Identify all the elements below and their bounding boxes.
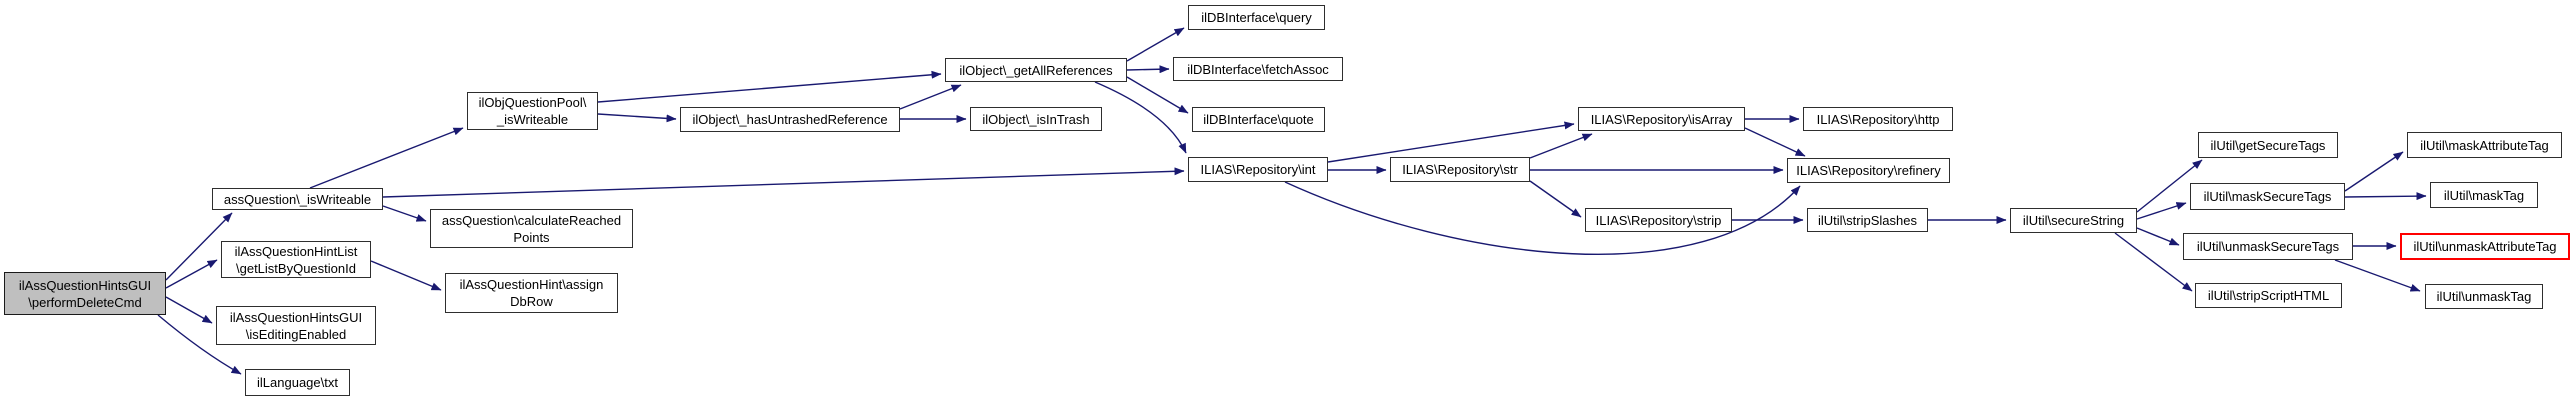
edge-mask-secure-tags-to-mask-attribute-tag	[2344, 151, 2404, 192]
graph-node-hint-list-get-list-by-question-id[interactable]: ilAssQuestionHintList \getListByQuestion…	[221, 241, 371, 278]
graph-node-has-untrashed-reference[interactable]: ilObject\_hasUntrashedReference	[680, 107, 900, 132]
edge-perform-delete-cmd-to-ass-question-is-writeable	[165, 212, 233, 281]
edge-get-all-references-to-db-query	[1126, 27, 1185, 62]
graph-node-db-quote[interactable]: ilDBInterface\quote	[1192, 107, 1325, 132]
graph-node-obj-question-pool-is-writeable[interactable]: ilObjQuestionPool\ _isWriteable	[467, 92, 598, 130]
edge-perform-delete-cmd-to-il-language-txt	[157, 314, 242, 375]
graph-node-il-language-txt[interactable]: ilLanguage\txt	[245, 369, 350, 396]
edge-repo-int-to-repo-is-array	[1327, 121, 1575, 163]
edge-obj-question-pool-is-writeable-to-get-all-references	[597, 70, 942, 103]
edge-repo-str-to-repo-strip	[1529, 180, 1582, 218]
graph-node-strip-script-html[interactable]: ilUtil\stripScriptHTML	[2195, 283, 2342, 308]
edge-secure-string-to-get-secure-tags	[2136, 159, 2203, 213]
edge-ass-question-is-writeable-to-calculate-reached-points	[382, 205, 427, 222]
graph-node-db-fetch-assoc[interactable]: ilDBInterface\fetchAssoc	[1173, 57, 1343, 81]
edge-repo-int-to-repo-refinery	[1284, 181, 1801, 255]
edge-perform-delete-cmd-to-hint-list-get-list-by-question-id	[165, 259, 218, 289]
graph-node-repo-strip[interactable]: ILIAS\Repository\strip	[1585, 208, 1732, 232]
edge-has-untrashed-reference-to-get-all-references	[899, 84, 962, 110]
graph-node-mask-secure-tags[interactable]: ilUtil\maskSecureTags	[2190, 183, 2345, 210]
edge-get-all-references-to-db-fetch-assoc	[1126, 65, 1170, 74]
graph-node-secure-string[interactable]: ilUtil\secureString	[2010, 208, 2137, 233]
graph-node-repo-http[interactable]: ILIAS\Repository\http	[1803, 107, 1953, 131]
edge-secure-string-to-unmask-secure-tags	[2136, 227, 2180, 246]
graph-node-db-query[interactable]: ilDBInterface\query	[1188, 5, 1325, 30]
edge-secure-string-to-strip-script-html	[2114, 232, 2193, 292]
graph-node-repo-int[interactable]: ILIAS\Repository\int	[1188, 157, 1328, 182]
edge-obj-question-pool-is-writeable-to-has-untrashed-reference	[597, 113, 677, 123]
edge-ass-question-is-writeable-to-obj-question-pool-is-writeable	[309, 127, 464, 189]
edge-mask-secure-tags-to-mask-tag	[2344, 192, 2427, 201]
graph-node-mask-tag[interactable]: ilUtil\maskTag	[2430, 182, 2538, 208]
edge-secure-string-to-mask-secure-tags	[2136, 202, 2187, 220]
edge-hint-list-get-list-by-question-id-to-assign-db-row	[370, 260, 442, 291]
graph-node-calculate-reached-points[interactable]: assQuestion\calculateReached Points	[430, 209, 633, 248]
graph-node-get-secure-tags[interactable]: ilUtil\getSecureTags	[2198, 132, 2338, 158]
graph-node-ass-question-is-writeable[interactable]: assQuestion\_isWriteable	[212, 188, 383, 210]
graph-node-repo-is-array[interactable]: ILIAS\Repository\isArray	[1578, 107, 1745, 131]
edge-repo-str-to-repo-is-array	[1529, 133, 1593, 159]
graph-node-get-all-references[interactable]: ilObject\_getAllReferences	[945, 58, 1127, 82]
edge-repo-is-array-to-repo-refinery	[1744, 127, 1806, 157]
edge-ass-question-is-writeable-to-repo-int	[382, 167, 1185, 198]
graph-node-assign-db-row[interactable]: ilAssQuestionHint\assign DbRow	[445, 273, 618, 313]
edge-perform-delete-cmd-to-hints-gui-is-editing-enabled	[165, 296, 213, 324]
graph-node-unmask-tag[interactable]: ilUtil\unmaskTag	[2425, 284, 2543, 309]
graph-node-repo-refinery[interactable]: ILIAS\Repository\refinery	[1787, 158, 1950, 183]
graph-node-perform-delete-cmd[interactable]: ilAssQuestionHintsGUI \performDeleteCmd	[4, 272, 166, 315]
graph-node-is-in-trash[interactable]: ilObject\_isInTrash	[970, 107, 1102, 131]
graph-node-mask-attribute-tag[interactable]: ilUtil\maskAttributeTag	[2407, 132, 2562, 158]
graph-node-unmask-secure-tags[interactable]: ilUtil\unmaskSecureTags	[2183, 233, 2353, 260]
edge-unmask-secure-tags-to-unmask-tag	[2334, 259, 2421, 292]
graph-node-unmask-attribute-tag[interactable]: ilUtil\unmaskAttributeTag	[2400, 233, 2570, 260]
edge-get-all-references-to-db-quote	[1126, 76, 1189, 114]
edge-get-all-references-to-repo-int	[1094, 81, 1187, 154]
graph-node-repo-str[interactable]: ILIAS\Repository\str	[1390, 157, 1530, 182]
graph-node-strip-slashes[interactable]: ilUtil\stripSlashes	[1807, 208, 1928, 232]
graph-node-hints-gui-is-editing-enabled[interactable]: ilAssQuestionHintsGUI \isEditingEnabled	[216, 306, 376, 345]
